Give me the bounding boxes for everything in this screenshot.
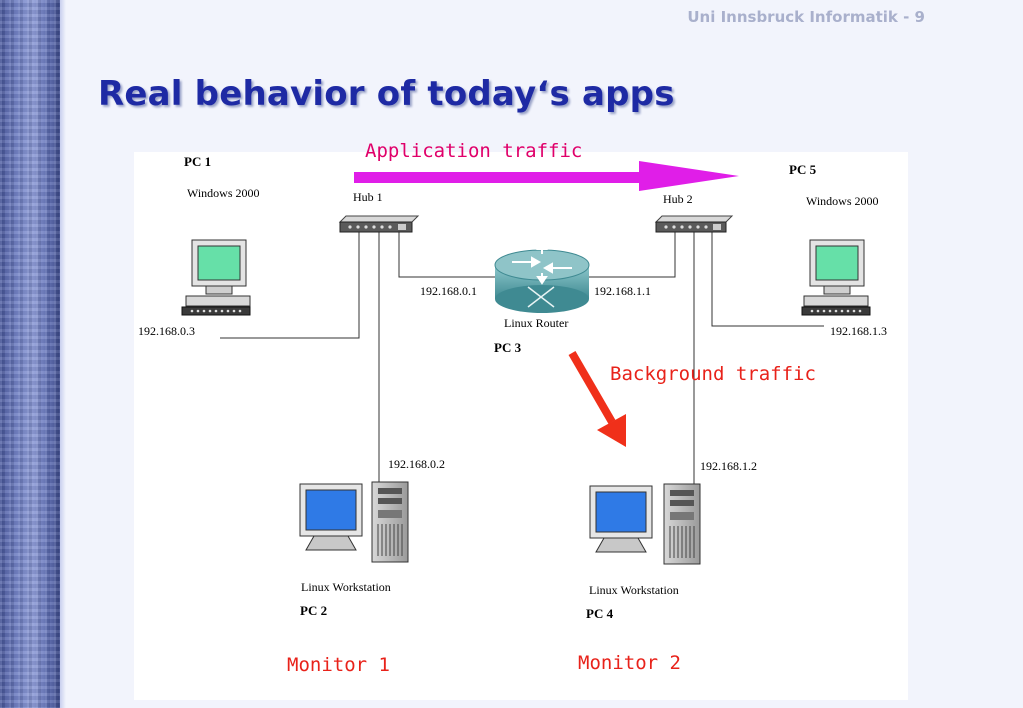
- link-pc1-hub1: [220, 225, 360, 339]
- link-hub2-pc5: [711, 225, 824, 327]
- hub-1-label: Hub 1: [353, 190, 383, 204]
- pc-2-computer-icon: [299, 481, 409, 563]
- background-traffic-arrow: [568, 350, 626, 447]
- router-ip-right: 192.168.1.1: [594, 284, 651, 298]
- left-decor-edge: [60, 0, 66, 708]
- pc-1-ip: 192.168.0.3: [138, 324, 195, 338]
- pc-1-name: PC 1: [184, 154, 212, 169]
- application-traffic-arrow: [354, 161, 739, 191]
- left-decor-bar: [0, 0, 60, 708]
- application-traffic-label: Application traffic: [365, 140, 583, 162]
- pc-3-name: PC 3: [494, 340, 522, 355]
- hub-2-icon: [654, 215, 734, 233]
- pc-5-name: PC 5: [789, 162, 817, 177]
- pc-4-type: Linux Workstation: [589, 583, 679, 597]
- monitor-1-label: Monitor 1: [287, 654, 390, 676]
- pc-5-computer-icon: [801, 239, 871, 316]
- link-hub1-router: [398, 225, 496, 278]
- monitor-2-label: Monitor 2: [578, 652, 681, 674]
- router-icon: [494, 241, 590, 313]
- pc-5-os: Windows 2000: [806, 194, 879, 208]
- router-ip-left: 192.168.0.1: [420, 284, 477, 298]
- header-reference: Uni Innsbruck Informatik - 9: [687, 8, 925, 26]
- pc-4-name: PC 4: [586, 606, 614, 621]
- pc-1-os: Windows 2000: [187, 186, 260, 200]
- hub-1-icon: [338, 215, 420, 233]
- pc-2-type: Linux Workstation: [301, 580, 391, 594]
- network-links: [220, 225, 824, 484]
- pc-4-ip: 192.168.1.2: [700, 459, 757, 473]
- network-diagram: Application traffic Background traffic P…: [134, 140, 908, 700]
- pc-2-ip: 192.168.0.2: [388, 457, 445, 471]
- diagram-graphics: [181, 161, 871, 565]
- hub-2-label: Hub 2: [663, 192, 693, 206]
- pc-1-computer-icon: [181, 239, 251, 316]
- router-label: Linux Router: [504, 316, 569, 330]
- pc-2-name: PC 2: [300, 603, 328, 618]
- slide-title: Real behavior of today‘s apps: [98, 74, 675, 114]
- pc-4-computer-icon: [589, 483, 701, 565]
- pc-5-ip: 192.168.1.3: [830, 324, 887, 338]
- link-router-hub2: [589, 225, 676, 278]
- background-traffic-label: Background traffic: [610, 363, 816, 385]
